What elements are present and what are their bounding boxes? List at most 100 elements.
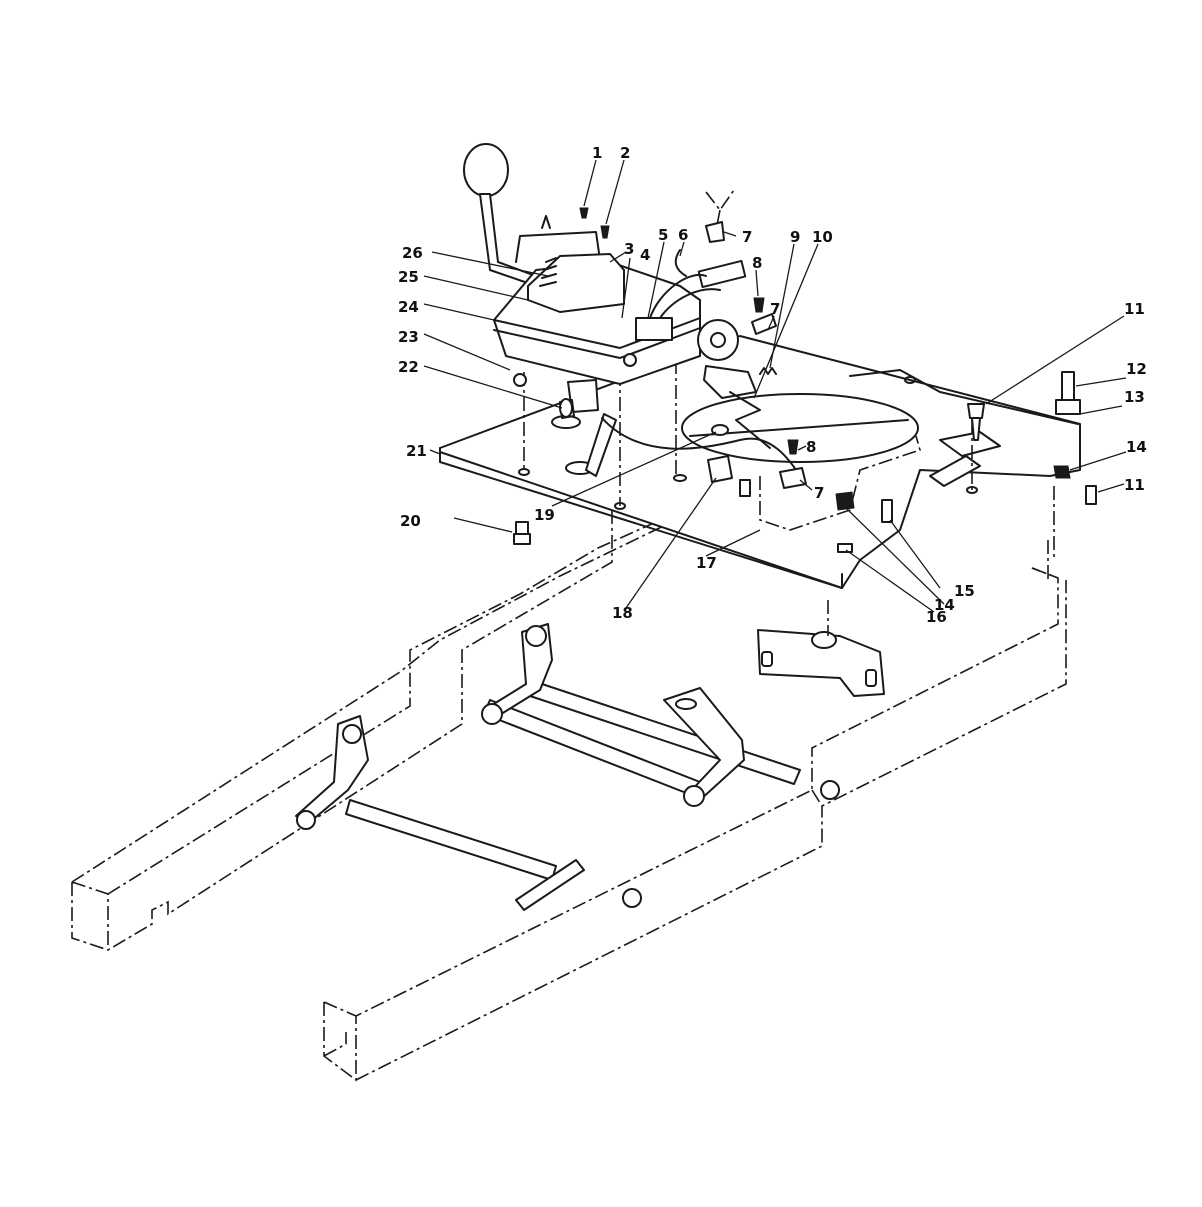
plate-hole [673, 474, 687, 482]
center-mount-bracket [483, 623, 553, 717]
plate-cutout [929, 455, 981, 487]
callout-1: 1 [592, 144, 602, 162]
callout-13: 13 [1124, 388, 1145, 406]
front-cross-tube [345, 799, 557, 881]
transmission-assembly [463, 143, 801, 477]
nut [1055, 399, 1081, 415]
plate-front-lip [439, 447, 843, 589]
cable-routing [705, 189, 735, 231]
frame-rear-plate [1031, 540, 1059, 580]
screw-icon [579, 207, 589, 219]
callout-23: 23 [398, 328, 419, 346]
frame-hole [622, 888, 642, 908]
callout-11-right: 11 [1124, 476, 1145, 494]
plate-opening [681, 393, 919, 463]
plate-cutout [939, 431, 1001, 457]
lock-nut [1053, 465, 1071, 479]
callout-9: 9 [790, 228, 800, 246]
callout-20: 20 [400, 512, 421, 530]
callout-11-top: 11 [1124, 300, 1145, 318]
carriage-bolt [881, 499, 893, 523]
hex-bolt [1085, 485, 1097, 505]
stud [1061, 371, 1075, 401]
cable-clip [705, 221, 725, 243]
bracket-slot [675, 698, 697, 710]
retaining-pin [541, 215, 551, 229]
housing-boss [513, 373, 527, 387]
callout-7-top: 7 [742, 228, 752, 246]
leader-lines [423, 159, 1127, 613]
callout-8-top: 8 [752, 254, 762, 272]
carriage-bolt [739, 479, 751, 497]
callout-21: 21 [406, 442, 427, 460]
screw-icon [600, 225, 610, 239]
screw-icon [753, 297, 765, 313]
callouts: 1 2 3 4 5 6 7 7 7 8 8 9 10 11 11 12 13 1… [398, 144, 1147, 626]
pulley [697, 319, 739, 361]
plate-hole [518, 468, 530, 476]
shift-knob [463, 143, 509, 197]
bracket-bushing [481, 703, 503, 725]
frame-hole [820, 780, 840, 800]
wire-harness [649, 249, 721, 319]
plate-under-bracket [759, 435, 921, 531]
cable [601, 417, 801, 477]
callout-3: 3 [624, 240, 634, 258]
callout-4: 4 [640, 246, 650, 264]
left-frame-rail [71, 479, 701, 951]
shifter-cover [527, 253, 625, 313]
screw-icon [787, 439, 799, 455]
cable-clip [779, 467, 807, 489]
callout-26: 26 [402, 244, 423, 262]
plate-hole [904, 376, 916, 384]
plate-hole [966, 486, 978, 494]
control-rod [729, 391, 771, 449]
flat-washer [837, 543, 853, 553]
callout-10: 10 [812, 228, 833, 246]
callout-25: 25 [398, 268, 419, 286]
lock-nut [835, 491, 855, 511]
callout-16: 16 [926, 608, 947, 626]
mounting-plate [439, 335, 1081, 636]
frame-mount-pad [757, 629, 885, 697]
housing-flange [493, 327, 701, 359]
mount-grommet [811, 631, 837, 649]
callout-2: 2 [620, 144, 630, 162]
callout-18: 18 [612, 604, 633, 622]
right-frame-rail [323, 567, 1067, 1082]
pulley-hub [710, 332, 726, 348]
rear-link-bracket [515, 859, 585, 911]
pad-slot [865, 669, 877, 687]
cable-clip [751, 313, 777, 335]
callout-14-low: 14 [934, 596, 955, 614]
callout-12: 12 [1126, 360, 1147, 378]
callout-14-right: 14 [1126, 438, 1147, 456]
lever-guard [515, 231, 601, 263]
callout-15: 15 [954, 582, 975, 600]
washer [711, 424, 729, 436]
callout-24: 24 [398, 298, 419, 316]
bracket-bushing [296, 810, 316, 830]
callout-5: 5 [658, 226, 668, 244]
housing-boss [623, 353, 637, 367]
switch-block [635, 317, 673, 341]
callout-8-low: 8 [806, 438, 816, 456]
plate-outline [439, 335, 1081, 589]
housing-cover-seam [493, 317, 701, 349]
rubber-bushing [707, 455, 733, 483]
callout-7-mid: 7 [770, 300, 780, 318]
callout-7-low: 7 [814, 484, 824, 502]
brake-strut [585, 413, 617, 477]
pedal-link-bracket [663, 687, 745, 801]
pad-slot [761, 651, 773, 667]
callout-19: 19 [534, 506, 555, 524]
bracket-bushing [683, 785, 705, 807]
callout-6: 6 [678, 226, 688, 244]
hex-bolt [967, 403, 985, 441]
bracket-bushing [342, 724, 362, 744]
callout-22: 22 [398, 358, 419, 376]
plate-rear-edge [849, 369, 1079, 425]
hex-bolt [513, 521, 531, 545]
